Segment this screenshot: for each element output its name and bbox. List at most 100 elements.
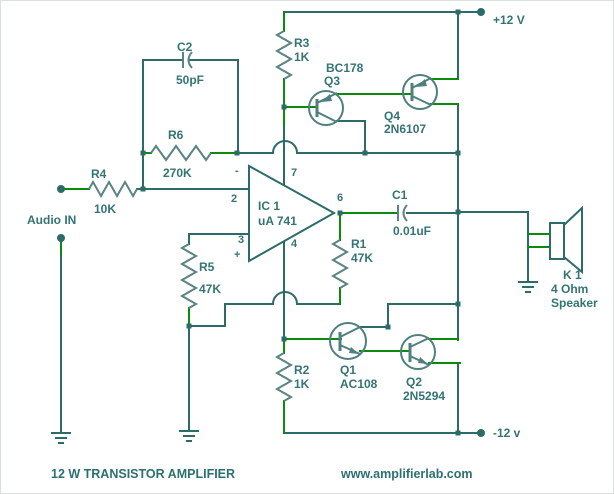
r3-value-label: 1K — [294, 50, 310, 64]
junction-dot — [186, 323, 192, 329]
junction-dot — [455, 301, 461, 307]
resistor-r6: R6 270K — [150, 128, 212, 180]
q1-body — [329, 322, 367, 360]
speaker-k1: K 1 4 Ohm Speaker — [549, 205, 598, 310]
junction-dot — [455, 150, 461, 156]
opamp-part-label: uA 741 — [258, 214, 297, 228]
junction-dot — [140, 186, 146, 192]
positive-supply-label: +12 V — [493, 13, 525, 27]
c2-plate-curved — [187, 51, 193, 69]
q3-body — [308, 90, 344, 126]
q2-npn-arrow — [418, 357, 428, 364]
feedback-row-wire-with-hop — [236, 140, 459, 154]
audio-in-terminal — [57, 185, 65, 193]
speaker-body — [549, 222, 565, 260]
junction-dots — [57, 8, 485, 437]
negative-supply-label: -12 v — [493, 426, 521, 440]
q1-ref-label: Q1 — [340, 363, 356, 377]
opamp-pin3-label: 3 — [238, 234, 244, 246]
ground-speaker — [518, 281, 538, 293]
transistor-q4: Q4 2N6107 — [384, 74, 438, 136]
r3-zigzag — [274, 30, 294, 80]
q1-part-label: AC108 — [340, 377, 378, 391]
junction-dot — [455, 209, 461, 215]
ground-audio — [51, 432, 71, 444]
resistor-r1: R1 47K — [330, 237, 373, 289]
q4-pnp-arrow — [416, 79, 427, 87]
opamp-ic1: IC 1 uA 741 - 2 3 + 7 4 6 — [231, 164, 343, 263]
c2-ref-label: C2 — [177, 40, 193, 54]
q3-collector-diag — [316, 111, 338, 123]
opamp-pin7-label: 7 — [291, 167, 297, 179]
r6-value-label: 270K — [163, 166, 192, 180]
q1-npn-arrow — [349, 347, 359, 354]
junction-dot — [362, 150, 368, 156]
q1-collector-wire — [359, 303, 459, 328]
c1-ref-label: C1 — [392, 188, 408, 202]
q4-collector-diag — [411, 95, 432, 106]
positive-supply-terminal — [477, 8, 485, 16]
resistor-r2: R2 1K — [274, 352, 310, 402]
r5-zigzag — [179, 243, 199, 309]
transistor-q2: Q2 2N5294 — [400, 334, 445, 403]
r1-ref-label: R1 — [351, 237, 367, 251]
r6-ref-label: R6 — [168, 128, 184, 142]
q3-part-label: BC178 — [326, 61, 364, 75]
resistor-r4: R4 10K — [88, 167, 138, 216]
schematic-title: 12 W TRANSISTOR AMPLIFIER — [51, 467, 235, 481]
r2-value-label: 1K — [294, 377, 310, 391]
speaker-type-label: Speaker — [551, 296, 598, 310]
q1-collector-diag — [339, 326, 361, 338]
audio-in-label: Audio IN — [27, 213, 76, 227]
q2-body — [400, 334, 436, 370]
opamp-pin6-label: 6 — [337, 192, 343, 204]
q3-pnp-arrow — [321, 94, 332, 102]
q2-collector-diag — [409, 337, 430, 348]
resistor-r3: R3 1K — [274, 30, 310, 80]
speaker-cone — [563, 205, 583, 275]
q4-part-label: 2N6107 — [384, 122, 426, 136]
q4-ref-label: Q4 — [384, 109, 400, 123]
c1-plate-curved — [402, 204, 408, 222]
transistor-q3: BC178 Q3 — [308, 61, 364, 126]
junction-dot — [337, 210, 343, 216]
negative-supply-terminal — [477, 429, 485, 437]
r2-ref-label: R2 — [294, 363, 310, 377]
opamp-inverting-sign: - — [235, 165, 239, 177]
junction-dot — [455, 430, 461, 436]
capacitor-c2: C2 50pF — [176, 40, 204, 87]
q3-emitter-drop-wire — [336, 120, 366, 154]
r4-value-label: 10K — [94, 202, 116, 216]
speaker-feed-wire — [457, 211, 529, 283]
q2-ref-label: Q2 — [406, 375, 422, 389]
q2-part-label: 2N5294 — [403, 389, 445, 403]
website-label: www.amplifierlab.com — [340, 467, 473, 481]
junction-dot — [385, 324, 391, 330]
capacitor-c1: C1 0.01uF — [392, 188, 431, 238]
opamp-pin4-label: 4 — [291, 238, 298, 250]
r2-zigzag — [274, 352, 294, 402]
r4-ref-label: R4 — [91, 167, 107, 181]
r5-ref-label: R5 — [199, 260, 215, 274]
audio-ground-terminal — [57, 234, 65, 242]
r1-value-label: 47K — [351, 251, 373, 265]
speaker-impedance-label: 4 Ohm — [551, 282, 588, 296]
r4-zigzag — [88, 179, 138, 199]
bias-row-wire-with-hop — [188, 291, 341, 327]
ground-r5 — [179, 430, 199, 442]
r6-zigzag — [150, 144, 212, 162]
transistor-q1: Q1 AC108 — [329, 322, 378, 391]
junction-dot — [140, 150, 146, 156]
opamp-name-label: IC 1 — [258, 199, 280, 213]
r1-zigzag — [330, 239, 350, 289]
opamp-triangle — [248, 164, 337, 263]
r5-value-label: 47K — [199, 282, 221, 296]
speaker-ref-label: K 1 — [563, 268, 582, 282]
junction-dot — [234, 150, 240, 156]
opamp-noninverting-sign: + — [234, 249, 240, 261]
resistor-r5: R5 47K — [179, 243, 221, 309]
junction-dot — [281, 336, 287, 342]
c1-value-label: 0.01uF — [393, 224, 431, 238]
r3-ref-label: R3 — [294, 36, 310, 50]
